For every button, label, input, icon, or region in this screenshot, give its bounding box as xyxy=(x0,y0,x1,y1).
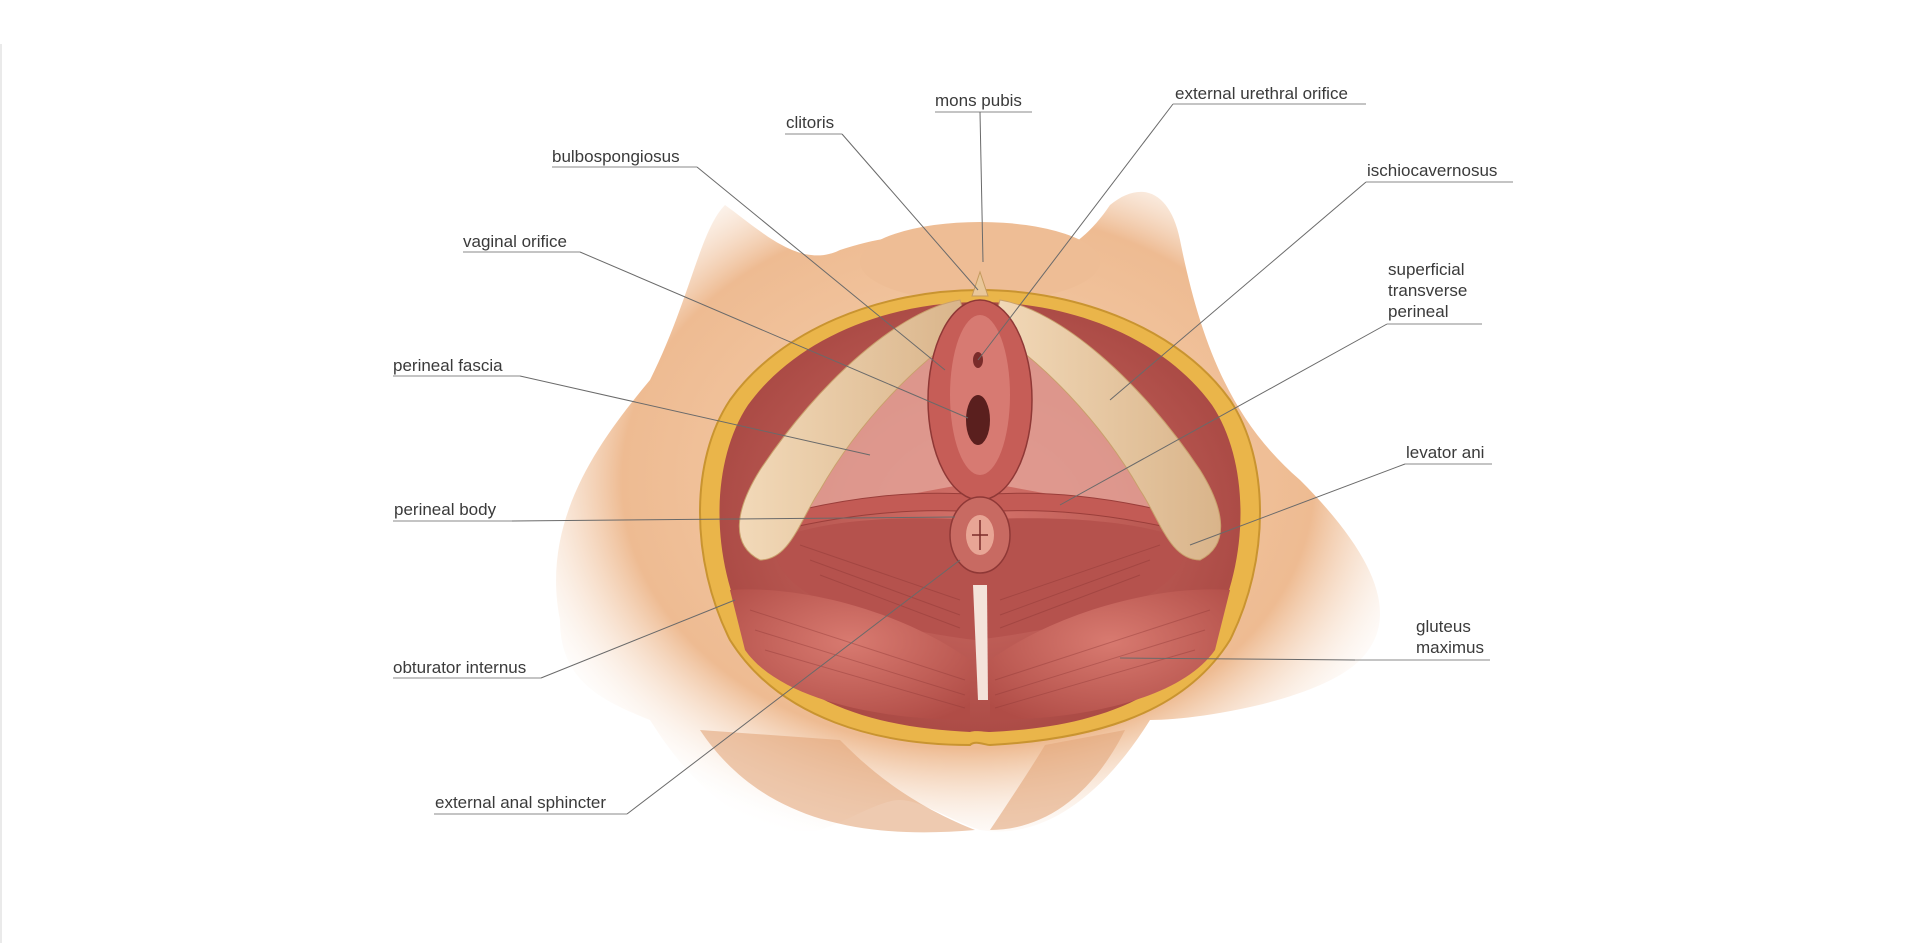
labels: mons pubis clitoris external urethral or… xyxy=(393,84,1497,812)
clitoris xyxy=(971,270,989,297)
label-perineal-fascia: perineal fascia xyxy=(393,356,503,375)
label-bulbospongiosus: bulbospongiosus xyxy=(552,147,680,166)
label-external-urethral-orifice: external urethral orifice xyxy=(1175,84,1348,103)
levator-ani xyxy=(774,518,1186,640)
vestibule xyxy=(950,315,1010,475)
gluteus-striations xyxy=(749,609,1211,709)
label-gluteus-maximus-line-1: gluteus xyxy=(1416,617,1471,636)
buttock-shadow xyxy=(700,730,1125,833)
label-mons-pubis: mons pubis xyxy=(935,91,1022,110)
mons-pubis-area xyxy=(860,222,1100,302)
label-levator-ani: levator ani xyxy=(1406,443,1484,462)
gluteus-maximus-right xyxy=(990,589,1230,720)
muscle-striations xyxy=(799,544,1161,629)
label-superficial-transverse-perineal-line-1: superficial xyxy=(1388,260,1465,279)
gluteus-maximus-left xyxy=(730,589,970,720)
label-ischiocavernosus: ischiocavernosus xyxy=(1367,161,1497,180)
anococcygeal-raphe xyxy=(973,585,988,700)
label-clitoris: clitoris xyxy=(786,113,834,132)
label-superficial-transverse-perineal-line-2: transverse xyxy=(1388,281,1467,300)
vaginal-orifice xyxy=(966,395,990,445)
ischiocavernosus-right xyxy=(991,299,1222,561)
label-perineal-body: perineal body xyxy=(394,500,497,519)
label-gluteus-maximus-line-2: maximus xyxy=(1416,638,1484,657)
anal-folds xyxy=(972,520,988,550)
anatomy-illustration xyxy=(556,191,1380,833)
label-superficial-transverse-perineal-line-3: perineal xyxy=(1388,302,1449,321)
label-obturator-internus: obturator internus xyxy=(393,658,526,677)
label-vaginal-orifice: vaginal orifice xyxy=(463,232,567,251)
leader-lines xyxy=(393,103,1513,815)
label-external-anal-sphincter: external anal sphincter xyxy=(435,793,606,812)
